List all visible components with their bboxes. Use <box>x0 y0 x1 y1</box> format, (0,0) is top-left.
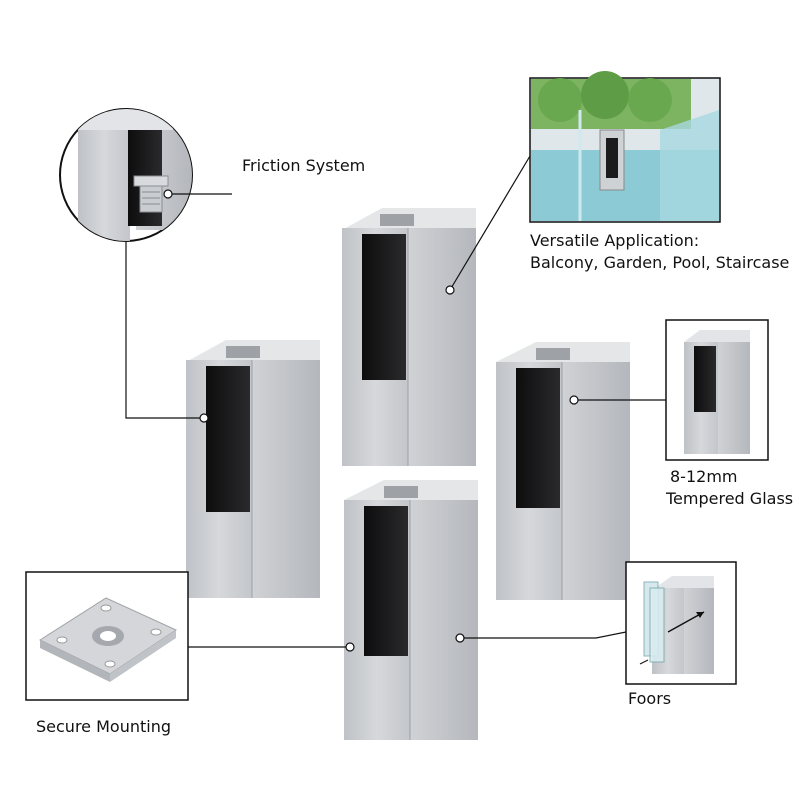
foors-leader-line <box>460 631 627 639</box>
pool-application-photo <box>529 71 721 223</box>
glass-clamp-top <box>342 208 476 466</box>
glass-clamp-bottom <box>344 480 478 740</box>
secure-mounting-label: Secure Mounting <box>36 717 171 736</box>
glass-clamp-left <box>186 340 320 598</box>
friction-system-label: Friction System <box>242 156 366 175</box>
friction-connector <box>125 241 204 419</box>
glass-type: Tempered Glass <box>666 488 794 508</box>
tempered-glass-inset <box>665 319 769 461</box>
versatile-leader-line <box>449 155 531 291</box>
foors-label: Foors <box>628 689 672 708</box>
tempered-glass-label: 8-12mm Tempered Glass <box>666 466 793 509</box>
mounting-plate-inset <box>25 571 189 701</box>
glass-thickness: 8-12mm <box>670 467 738 486</box>
glass-clamp-right <box>496 342 630 600</box>
foors-inset <box>625 561 737 685</box>
versatile-detail: Balcony, Garden, Pool, Staircase <box>530 252 790 272</box>
versatile-title: Versatile Application: <box>530 231 700 250</box>
friction-system-detail <box>59 108 193 242</box>
versatile-application-label: Versatile Application: Balcony, Garden, … <box>530 230 789 273</box>
